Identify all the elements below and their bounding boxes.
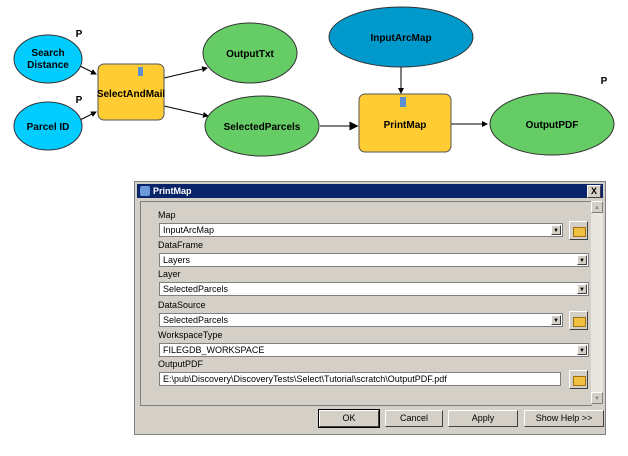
chevron-down-icon[interactable]: ▼ (551, 315, 561, 325)
folder-icon (573, 376, 586, 386)
dialog-title: PrintMap (153, 186, 192, 196)
node-label: SelectedParcels (224, 122, 301, 133)
node-print-map[interactable]: PrintMap (358, 93, 452, 153)
field-value: Layers (163, 255, 191, 265)
connector (163, 105, 209, 118)
workspacetype-select[interactable]: FILEGDB_WORKSPACE ▼ (159, 343, 589, 357)
field-value: SelectedParcels (163, 315, 229, 325)
dialog-title-bar[interactable]: PrintMap X (137, 184, 603, 198)
vertical-scrollbar[interactable]: ▲ ▼ (591, 201, 603, 404)
model-diagram: Search Distance P Parcel ID P SelectAndM… (13, 6, 615, 157)
chevron-down-icon[interactable]: ▼ (577, 255, 587, 265)
connector (163, 66, 208, 79)
dataframe-select[interactable]: Layers ▼ (159, 253, 589, 267)
connector (79, 65, 97, 75)
field-label-map: Map (158, 210, 176, 220)
tool-icon (138, 67, 143, 76)
chevron-down-icon[interactable]: ▼ (551, 225, 561, 235)
chevron-down-icon[interactable]: ▼ (577, 345, 587, 355)
cancel-button[interactable]: Cancel (385, 410, 443, 427)
node-label: InputArcMap (370, 33, 431, 44)
parameter-marker: P (76, 29, 83, 40)
field-label-outputpdf: OutputPDF (158, 359, 204, 369)
node-select-and-mail[interactable]: SelectAndMail (97, 63, 166, 121)
node-search-distance[interactable]: Search Distance (13, 34, 83, 84)
scroll-up-button[interactable]: ▲ (591, 201, 603, 213)
node-label: Distance (27, 60, 69, 71)
parameters-panel: Map InputArcMap ▼ DataFrame Layers ▼ Layer… (140, 201, 592, 406)
outputpdf-input[interactable]: E:\pub\Discovery\DiscoveryTests\Select\T… (159, 372, 561, 386)
folder-icon (573, 317, 586, 327)
field-label-layer: Layer (158, 269, 181, 279)
field-value: InputArcMap (163, 225, 215, 235)
apply-button[interactable]: Apply (448, 410, 518, 427)
parameter-marker: P (76, 95, 83, 106)
field-label-dataframe: DataFrame (158, 240, 204, 250)
scroll-down-button[interactable]: ▼ (591, 392, 603, 404)
node-selected-parcels[interactable]: SelectedParcels (204, 95, 320, 157)
field-label-datasource: DataSource (158, 300, 206, 310)
print-map-dialog: PrintMap X Map InputArcMap ▼ DataFrame La… (134, 181, 606, 435)
tool-icon (400, 97, 406, 107)
node-label: OutputPDF (526, 120, 579, 131)
node-output-pdf[interactable]: OutputPDF (489, 92, 615, 156)
node-label: SelectAndMail (97, 89, 166, 100)
datasource-select[interactable]: SelectedParcels ▼ (159, 313, 563, 327)
folder-icon (573, 227, 586, 237)
browse-button[interactable] (569, 311, 588, 330)
tool-icon (140, 186, 150, 196)
show-help-button[interactable]: Show Help >> (524, 410, 604, 427)
node-input-arc-map[interactable]: InputArcMap (328, 6, 474, 68)
browse-button[interactable] (569, 370, 588, 389)
field-value: FILEGDB_WORKSPACE (163, 345, 265, 355)
chevron-down-icon[interactable]: ▼ (577, 284, 587, 294)
node-label: Search (31, 48, 64, 59)
browse-button[interactable] (569, 221, 588, 240)
node-label: Parcel ID (27, 122, 70, 133)
node-label: OutputTxt (226, 49, 274, 60)
map-select[interactable]: InputArcMap ▼ (159, 223, 563, 237)
connector (79, 111, 97, 121)
close-button[interactable]: X (587, 185, 601, 198)
node-output-txt[interactable]: OutputTxt (202, 22, 298, 84)
node-label: PrintMap (384, 120, 427, 131)
field-value: E:\pub\Discovery\DiscoveryTests\Select\T… (163, 374, 447, 384)
field-value: SelectedParcels (163, 284, 229, 294)
layer-select[interactable]: SelectedParcels ▼ (159, 282, 589, 296)
parameter-marker: P (601, 76, 608, 87)
ok-button[interactable]: OK (318, 409, 380, 428)
field-label-workspacetype: WorkspaceType (158, 330, 223, 340)
node-parcel-id[interactable]: Parcel ID (13, 101, 83, 151)
